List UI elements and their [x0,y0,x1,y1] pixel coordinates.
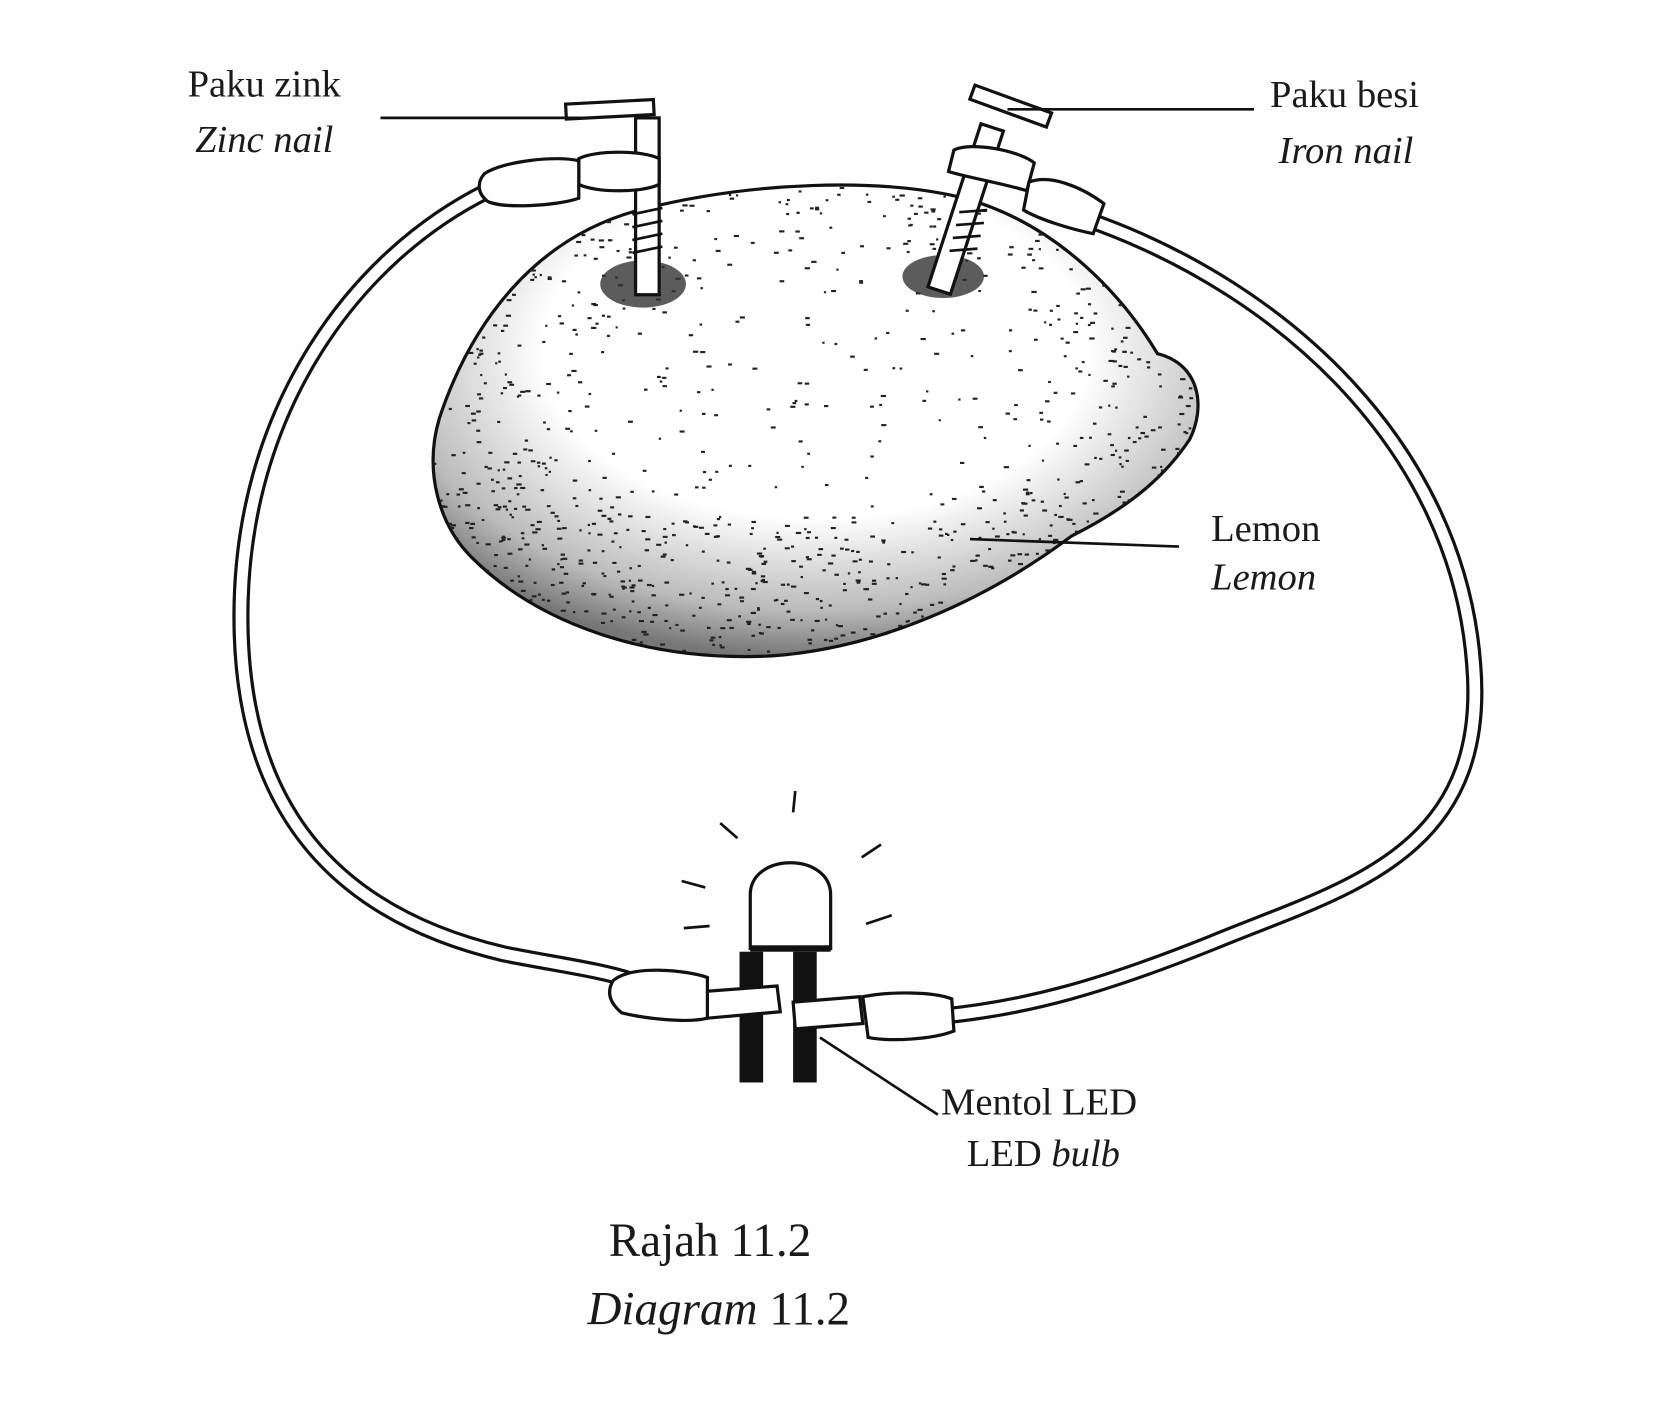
leader-lines [380,107,1254,1116]
iron-nail-label-ms: Paku besi [1270,74,1419,116]
caption-en: Diagram 11.2 [586,1284,850,1336]
lemon-label-en: Lemon [1210,556,1316,598]
light-rays-icon [681,790,893,930]
caption-ms: Rajah 11.2 [609,1215,811,1267]
led-label-en: LED bulb [967,1133,1120,1175]
zinc-nail [477,97,663,297]
right-wire [934,211,1484,1025]
zinc-nail-label-en: Zinc nail [195,119,333,161]
iron-nail-label-en: Iron nail [1278,130,1414,172]
iron-nail [925,83,1106,297]
lemon-label-ms: Lemon [1211,508,1320,550]
led-label-ms: Mentol LED [941,1082,1137,1124]
left-wire [232,182,641,990]
zinc-nail-label-ms: Paku zink [188,63,342,105]
lemon [431,183,1200,659]
led-bulb [607,790,956,1083]
